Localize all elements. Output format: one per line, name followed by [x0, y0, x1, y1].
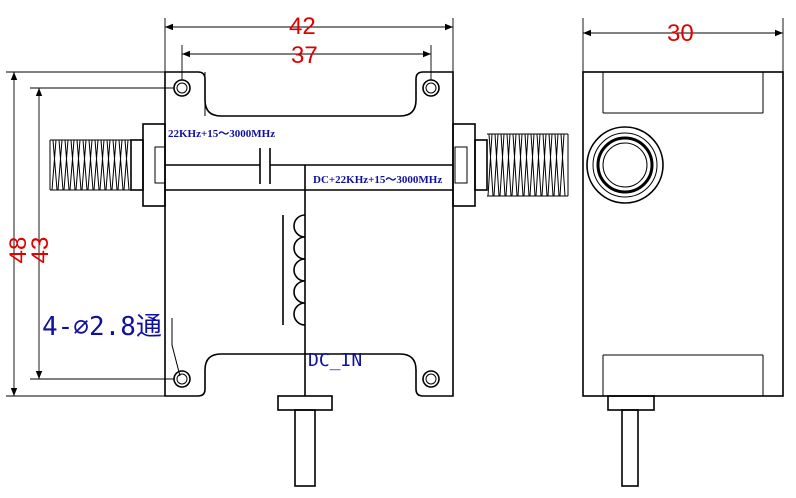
mounting-hole-br — [422, 370, 440, 388]
front-view: 22KHz+15～3000MHz DC+22KHz+15～3000MHz DC_… — [42, 71, 569, 487]
holes-callout: 4-∅2.8通 — [42, 312, 162, 342]
dimension-left-outer: 48 — [5, 71, 165, 397]
housing-outline — [164, 71, 454, 397]
dc-in-label: DC_IN — [308, 350, 362, 371]
dim-42-text: 42 — [289, 13, 316, 40]
left-sma-connector — [49, 123, 166, 207]
dim-30-text: 30 — [667, 20, 694, 47]
output-frequency-label: DC+22KHz+15～3000MHz — [313, 174, 442, 186]
mounting-hole-tl — [173, 79, 191, 97]
inductor-coil — [293, 214, 306, 326]
dim-43-text: 43 — [27, 237, 54, 264]
dimension-top-inner: 37 — [181, 42, 432, 80]
dimension-side-width: 30 — [582, 18, 784, 72]
mounting-hole-tr — [422, 79, 440, 97]
input-frequency-label: 22KHz+15～3000MHz — [168, 128, 275, 140]
side-housing — [582, 71, 784, 397]
dim-48-text: 48 — [5, 237, 32, 264]
mounting-hole-bl — [173, 370, 191, 388]
dimension-top-outer: 42 — [164, 13, 454, 72]
side-connector — [586, 126, 664, 204]
dimension-left-inner: 43 — [27, 87, 174, 380]
side-dc-pin — [607, 395, 655, 487]
holes-leader — [171, 318, 181, 377]
right-sma-connector — [452, 123, 569, 207]
side-view — [582, 71, 784, 487]
circuit — [165, 148, 453, 396]
dc-pin — [277, 395, 333, 487]
dim-37-text: 37 — [291, 42, 318, 69]
